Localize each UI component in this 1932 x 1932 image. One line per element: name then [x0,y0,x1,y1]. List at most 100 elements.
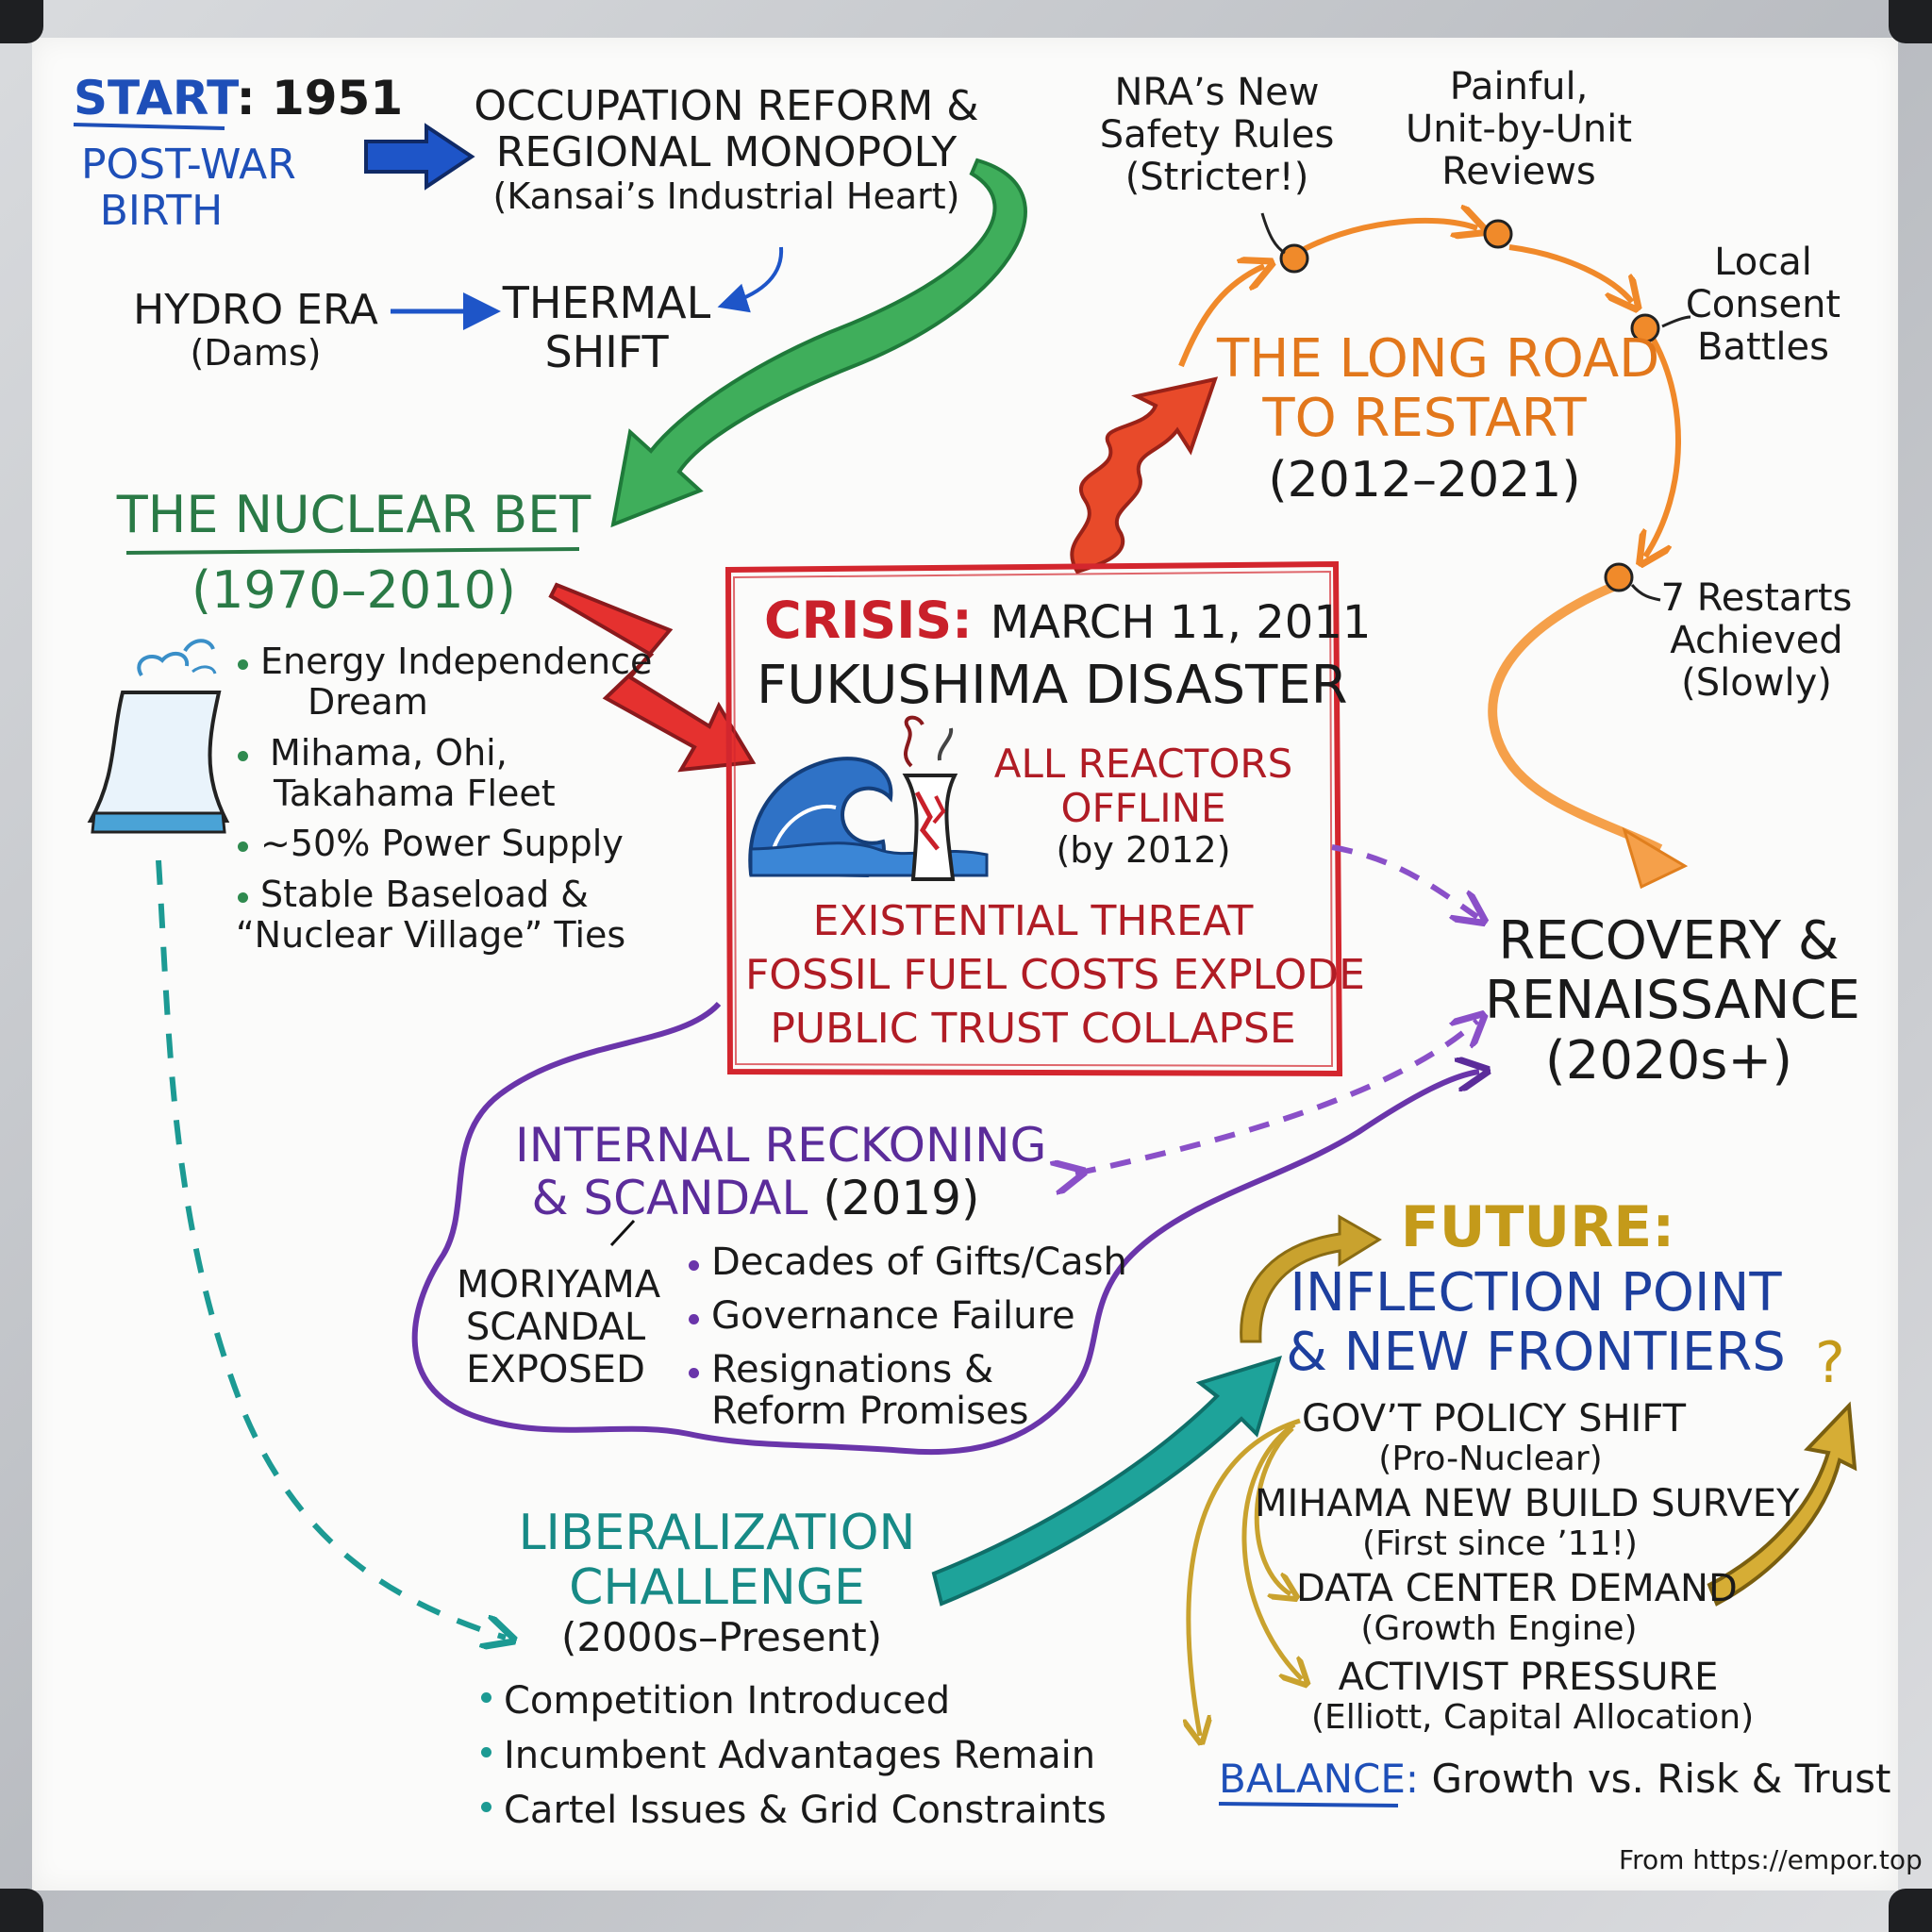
future-fan-arrows [1189,1418,1301,1736]
milestone-dot-1 [1279,243,1309,274]
restart-milestone-1: NRA’s New Safety Rules (Stricter!) [1099,71,1335,199]
reckoning-title-line2: & SCANDAL (2019) [531,1171,980,1225]
hydro-block: HYDRO ERA (Dams) [128,287,383,374]
reckoning-title: INTERNAL RECKONING & SCANDAL (2019) [515,1118,1047,1225]
nuclear-bet-title: THE NUCLEAR BET [116,485,591,544]
crisis-reactors-line2: OFFLINE [1060,785,1226,832]
milestone-dot-4 [1604,562,1634,592]
balance-underline [1218,1802,1399,1807]
liberalization-bullet-3: Cartel Issues & Grid Constraints [479,1783,1107,1838]
reckoning-recovery-dashed [1075,1021,1477,1174]
occupation-to-thermal-arrow [717,246,784,313]
source-credit: From https://empor.top [1619,1844,1923,1875]
future-item-4: ACTIVIST PRESSURE (Elliott, Capital Allo… [1311,1656,1755,1737]
restart-title-line1: THE LONG ROAD [1217,328,1660,390]
start-arrow [364,123,475,191]
reckoning-title-line1: INTERNAL RECKONING [515,1118,1047,1173]
crisis-impact-3: PUBLIC TRUST COLLAPSE [770,1005,1296,1054]
crisis-title: FUKUSHIMA DISASTER [757,655,1348,716]
crisis-reactors-line1: ALL REACTORS [993,741,1293,787]
hydro-title: HYDRO ERA [133,286,378,334]
start-underline [73,123,225,130]
nuclear-bullet-4: Stable Baseload &“Nuclear Village” Ties [236,874,652,957]
occupation-to-nuclear-arrow [610,158,1027,528]
cooling-tower-icon [87,639,230,834]
frame-corner-top-right [1889,0,1932,43]
future-label: FUTURE: [1400,1194,1675,1260]
reckoning-bullet-3: Resignations &Reform Promises [687,1348,1127,1434]
restart-title-line2: TO RESTART [1262,387,1587,449]
crisis-to-restart-squiggle [1070,376,1219,575]
occupation-line2: REGIONAL MONOPOLY [495,128,958,177]
occupation-block: OCCUPATION REFORM & REGIONAL MONOPOLY (K… [472,83,981,216]
start-label: START [74,71,237,125]
reckoning-bullet-2: Governance Failure [687,1294,1127,1338]
occupation-sub: (Kansai’s Industrial Heart) [492,175,960,217]
liberalization-years: (2000s–Present) [560,1614,883,1660]
future-title-line1: INFLECTION POINT [1290,1262,1782,1324]
future-item-1: GOV’T POLICY SHIFT (Pro-Nuclear) [1302,1397,1687,1478]
reckoning-list: Decades of Gifts/Cash Governance Failure… [687,1241,1127,1433]
recovery-block: RECOVERY & RENAISSANCE (2020s+) [1485,910,1860,1091]
start-year: : 1951 [236,71,404,125]
occupation-line1: OCCUPATION REFORM & [474,82,979,130]
milestone-dot-3 [1630,313,1660,343]
crisis-heading: CRISIS: MARCH 11, 2011 [764,591,1372,650]
reckoning-cloud [411,1001,1479,1456]
liberalization-to-future-arrow [931,1355,1282,1607]
future-item-3: DATA CENTER DEMAND (Growth Engine) [1296,1567,1738,1648]
future-heading-arrow [1240,1214,1382,1343]
future-title: INFLECTION POINT & NEW FRONTIERS [1281,1262,1790,1383]
crisis-label: CRISIS: [764,591,973,650]
frame-corner-bottom-right [1889,1889,1932,1932]
start-subtitle-line2: BIRTH [99,187,224,236]
crisis-impacts: EXISTENTIAL THREAT FOSSIL FUEL COSTS EXP… [745,894,1365,1057]
crisis-impact-1: EXISTENTIAL THREAT [812,897,1254,945]
crisis-impact-2: FOSSIL FUEL COSTS EXPLODE [745,951,1365,1000]
recovery-line2: RENAISSANCE [1485,970,1860,1032]
frame-corner-top-left [0,0,43,43]
thermal-line1: THERMAL [502,277,711,328]
milestone-dot-2 [1483,219,1513,249]
balance-label: BALANCE: [1219,1756,1420,1802]
nuclear-title-underline [125,547,580,555]
tsunami-reactor-icon [748,715,989,881]
hydro-sub: (Dams) [190,332,322,375]
recovery-years: (2020s+) [1544,1029,1793,1091]
future-upward-arrow [1707,1401,1857,1607]
crisis-reactors: ALL REACTORS OFFLINE (by 2012) [992,741,1294,871]
restart-milestone-3: Local Consent Battles [1685,241,1841,369]
crisis-date: MARCH 11, 2011 [990,596,1372,649]
crisis-to-recovery-dashed [1331,844,1477,917]
liberalization-list: Competition Introduced Incumbent Advanta… [479,1674,1107,1838]
nuclear-bet-years: (1970–2010) [192,560,516,620]
nuclear-to-crisis-bolt [548,582,757,773]
recovery-line1: RECOVERY & [1498,910,1840,972]
reckoning-year: (2019) [823,1171,980,1225]
restart-years: (2012–2021) [1268,452,1581,508]
restart-milestone-2: Painful, Unit-by-Unit Reviews [1405,65,1633,193]
balance-text: Growth vs. Risk & Trust [1431,1756,1891,1802]
restart-arc [1178,266,1264,368]
restart-title: THE LONG ROAD TO RESTART [1217,328,1660,449]
nuclear-bullet-2: Mihama, Ohi,Takahama Fleet [236,732,652,815]
future-title-line2: & NEW FRONTIERS [1286,1321,1786,1383]
liberalization-title-line1: LIBERALIZATION [518,1505,916,1561]
nuclear-to-liberalization-dashed [156,859,506,1638]
liberalization-bullet-2: Incumbent Advantages Remain [479,1728,1107,1783]
scandal-pointer [609,1219,636,1247]
thermal-line2: SHIFT [544,325,669,377]
frame-corner-bottom-left [0,1889,43,1932]
crisis-reactors-line3: (by 2012) [1056,829,1231,872]
liberalization-bullet-1: Competition Introduced [479,1674,1107,1728]
moriyama-scandal: MORIYAMA SCANDAL EXPOSED [457,1263,661,1391]
thermal-block: THERMAL SHIFT [498,277,715,377]
nuclear-bullet-3: ~50% Power Supply [236,823,652,864]
future-balance: BALANCE: Growth vs. Risk & Trust [1219,1757,1890,1801]
restart-to-recovery-arrow [1488,582,1663,854]
future-item-2: MIHAMA NEW BUILD SURVEY (First since ’11… [1255,1482,1800,1563]
